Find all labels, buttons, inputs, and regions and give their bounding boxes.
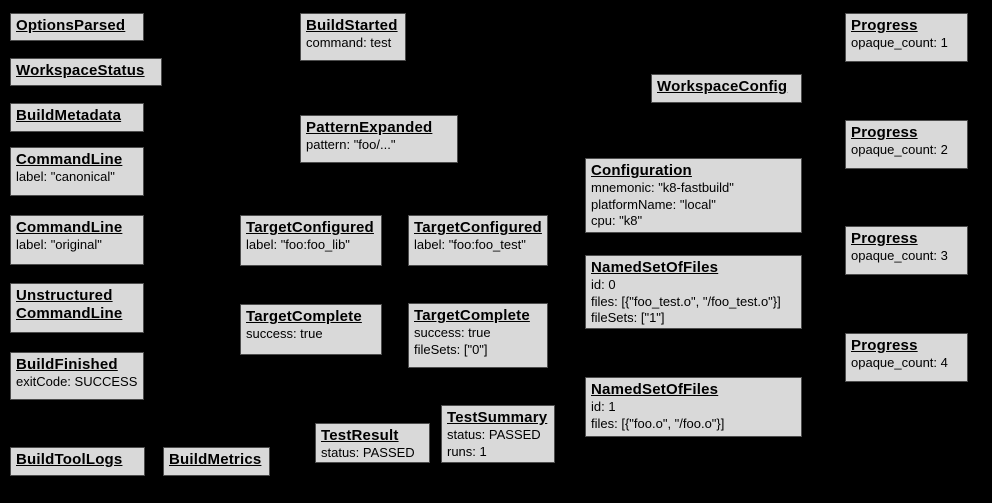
event-box-title: BuildToolLogs: [16, 451, 123, 468]
event-box-fields: label: "canonical": [16, 169, 138, 186]
event-box-field: id: 1: [591, 399, 616, 414]
event-box-title: Progress: [851, 337, 918, 354]
event-box-command-line-original: CommandLine label: "original": [10, 215, 144, 265]
event-box-fields: status: PASSED: [321, 445, 424, 462]
event-box-title: CommandLine: [16, 151, 123, 168]
event-box-field: opaque_count: 2: [851, 142, 948, 157]
event-box-title: TargetComplete: [414, 307, 530, 324]
event-box-build-started: BuildStarted command: test: [300, 13, 406, 61]
event-box-target-configured-foo-test: TargetConfigured label: "foo:foo_test": [408, 215, 548, 266]
event-box-field: label: "canonical": [16, 169, 115, 184]
event-box-command-line-canonical: CommandLine label: "canonical": [10, 147, 144, 196]
event-box-field: mnemonic: "k8-fastbuild": [591, 180, 734, 195]
event-box-title: CommandLine: [16, 219, 123, 236]
event-box-configuration: Configuration mnemonic: "k8-fastbuild"pl…: [585, 158, 802, 233]
event-box-field: status: PASSED: [447, 427, 541, 442]
event-box-fields: exitCode: SUCCESS: [16, 374, 138, 391]
event-box-title: BuildMetrics: [169, 451, 262, 468]
event-box-fields: mnemonic: "k8-fastbuild"platformName: "l…: [591, 180, 796, 230]
event-box-title: TargetConfigured: [246, 219, 374, 236]
event-box-progress-1: Progress opaque_count: 1: [845, 13, 968, 62]
event-box-test-result: TestResult status: PASSED: [315, 423, 430, 463]
event-box-fields: opaque_count: 1: [851, 35, 962, 52]
event-box-field: opaque_count: 4: [851, 355, 948, 370]
event-box-title: Configuration: [591, 162, 692, 179]
event-box-field: cpu: "k8": [591, 213, 643, 229]
event-box-field: pattern: "foo/...": [306, 137, 396, 152]
event-box-target-complete-foo-lib: TargetComplete success: true: [240, 304, 382, 355]
event-box-field: status: PASSED: [321, 445, 415, 460]
event-box-fields: pattern: "foo/...": [306, 137, 452, 154]
event-box-title: Unstructured CommandLine: [16, 287, 123, 322]
event-box-fields: label: "original": [16, 237, 138, 254]
event-box-field: files: [{"foo_test.o", "/foo_test.o"}]: [591, 293, 781, 309]
event-box-field: label: "original": [16, 237, 102, 252]
event-box-title: BuildMetadata: [16, 107, 122, 124]
event-box-title: BuildStarted: [306, 17, 398, 34]
event-box-title: Progress: [851, 17, 918, 34]
event-box-options-parsed: OptionsParsed: [10, 13, 144, 41]
event-box-title: NamedSetOfFiles: [591, 259, 719, 276]
event-box-fields: label: "foo:foo_lib": [246, 237, 376, 254]
event-box-progress-2: Progress opaque_count: 2: [845, 120, 968, 169]
event-box-field: id: 0: [591, 277, 616, 292]
event-box-progress-4: Progress opaque_count: 4: [845, 333, 968, 382]
event-box-fields: opaque_count: 2: [851, 142, 962, 159]
event-box-field: runs: 1: [447, 443, 487, 459]
event-box-progress-3: Progress opaque_count: 3: [845, 226, 968, 275]
event-box-fields: success: true: [246, 326, 376, 343]
event-box-field: platformName: "local": [591, 196, 716, 212]
event-box-build-finished: BuildFinished exitCode: SUCCESS: [10, 352, 144, 400]
event-box-field: opaque_count: 3: [851, 248, 948, 263]
event-box-build-metrics: BuildMetrics: [163, 447, 270, 476]
event-box-build-tool-logs: BuildToolLogs: [10, 447, 145, 476]
event-box-field: opaque_count: 1: [851, 35, 948, 50]
event-box-title: TestResult: [321, 427, 399, 444]
event-box-field: fileSets: ["0"]: [414, 341, 488, 357]
event-box-title: TestSummary: [447, 409, 548, 426]
event-box-workspace-config: WorkspaceConfig: [651, 74, 802, 103]
event-box-fields: opaque_count: 3: [851, 248, 962, 265]
event-box-field: label: "foo:foo_test": [414, 237, 526, 252]
event-box-title: WorkspaceStatus: [16, 62, 145, 79]
event-box-title: WorkspaceConfig: [657, 78, 788, 95]
event-box-field: success: true: [414, 325, 491, 340]
event-box-pattern-expanded: PatternExpanded pattern: "foo/...": [300, 115, 458, 163]
event-box-fields: command: test: [306, 35, 400, 52]
event-box-title: Progress: [851, 230, 918, 247]
event-box-field: command: test: [306, 35, 392, 50]
event-box-fields: opaque_count: 4: [851, 355, 962, 372]
event-box-title: TargetComplete: [246, 308, 362, 325]
event-box-unstructured-command-line: Unstructured CommandLine: [10, 283, 144, 333]
event-box-field: label: "foo:foo_lib": [246, 237, 350, 252]
event-box-field: fileSets: ["1"]: [591, 310, 665, 326]
event-box-workspace-status: WorkspaceStatus: [10, 58, 162, 86]
event-box-fields: label: "foo:foo_test": [414, 237, 542, 254]
event-box-field: exitCode: SUCCESS: [16, 374, 138, 389]
event-box-title: NamedSetOfFiles: [591, 381, 719, 398]
event-box-field: files: [{"foo.o", "/foo.o"}]: [591, 415, 725, 431]
event-box-field: success: true: [246, 326, 323, 341]
event-box-title: TargetConfigured: [414, 219, 542, 236]
event-box-target-configured-foo-lib: TargetConfigured label: "foo:foo_lib": [240, 215, 382, 266]
event-box-title: Progress: [851, 124, 918, 141]
event-box-title: OptionsParsed: [16, 17, 126, 34]
event-box-build-metadata: BuildMetadata: [10, 103, 144, 132]
event-box-title: BuildFinished: [16, 356, 118, 373]
event-box-title: PatternExpanded: [306, 119, 433, 136]
